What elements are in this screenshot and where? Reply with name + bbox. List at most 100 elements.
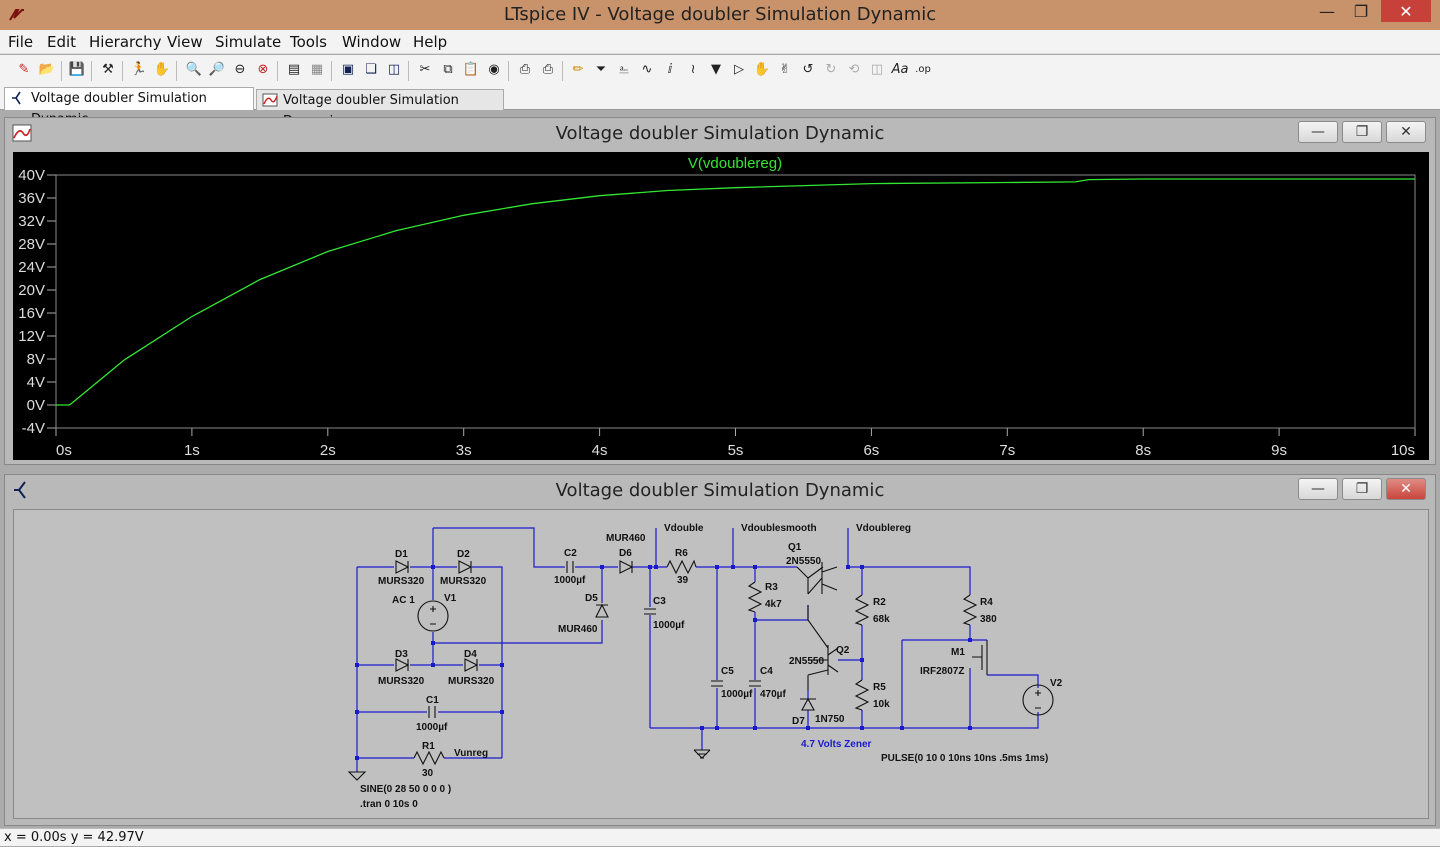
voltage-source-v2: [1022, 684, 1054, 716]
open-folder-icon[interactable]: 📂: [38, 62, 56, 77]
resistor-r5: [854, 679, 870, 711]
cursor-icon[interactable]: ▦: [310, 62, 324, 77]
label-d2: D2: [457, 549, 470, 560]
schematic-close-button[interactable]: ✕: [1386, 478, 1426, 500]
schematic-minimize-button[interactable]: —: [1298, 478, 1338, 500]
waveform-restore-button[interactable]: ❐: [1342, 121, 1382, 143]
label-r1-value: 30: [422, 768, 434, 779]
waveform-window-icon: [12, 124, 32, 142]
zoom-in-icon[interactable]: 🔍: [185, 62, 203, 77]
transistor-q2: [807, 605, 839, 675]
x-tick-label: 10s: [1391, 442, 1415, 459]
cascade-icon[interactable]: ❏: [365, 62, 377, 77]
close-button[interactable]: ✕: [1381, 0, 1431, 22]
transistor-q1-body: [821, 562, 838, 594]
diode-icon[interactable]: ▼: [711, 62, 721, 77]
menu-edit[interactable]: Edit: [47, 33, 77, 51]
mirror-icon[interactable]: ◫: [870, 62, 884, 77]
tab-waveform[interactable]: Voltage doubler Simulation Dynamic: [256, 89, 504, 129]
label-q1-model: 2N5550: [786, 556, 821, 567]
label-d5-model: MUR460: [558, 624, 598, 635]
menu-hierarchy[interactable]: Hierarchy: [89, 33, 162, 51]
tab-schematic[interactable]: Voltage doubler Simulation Dynamic: [4, 87, 254, 127]
menu-tools[interactable]: Tools: [290, 33, 327, 51]
y-tick-label: -4V: [22, 420, 45, 437]
menu-help[interactable]: Help: [413, 33, 448, 51]
halt-icon[interactable]: ✋: [153, 62, 171, 77]
label-d5: D5: [585, 593, 598, 604]
zener-d7: [800, 697, 816, 711]
move-icon[interactable]: ✋: [753, 62, 771, 77]
label-q1: Q1: [788, 542, 802, 553]
label-c5: C5: [721, 666, 734, 677]
junction-dots: [355, 565, 972, 760]
pan-icon[interactable]: 🔎: [208, 62, 226, 77]
trace-vdoublereg[interactable]: [56, 178, 1415, 406]
print-preview-icon[interactable]: ⎙: [519, 62, 531, 77]
resistor-r3: [747, 581, 763, 613]
text-icon[interactable]: Aa: [891, 62, 909, 77]
run-icon[interactable]: 🏃: [130, 62, 148, 77]
schematic-canvas[interactable]: D1 MURS320 D2 MURS320 AC 1 V1 D3 MURS320…: [13, 509, 1429, 819]
undo-icon[interactable]: ↺: [802, 62, 814, 77]
menu-file[interactable]: File: [8, 33, 34, 51]
y-tick-label: 16V: [18, 305, 45, 322]
toolbar: ✎ 📂 💾 ⚒ 🏃 ✋ 🔍 🔎 ⊖ ⊗ ▤ ▦ ▣ ❏ ◫ ✂ ⧉ 📋 ◉ ⎙ …: [0, 55, 1440, 87]
label-sine: SINE(0 28 50 0 0 0 ): [360, 784, 451, 795]
resistor-icon[interactable]: ∿: [641, 62, 653, 77]
label-r5-value: 10k: [873, 699, 890, 710]
waveform-tab-icon: [262, 93, 278, 107]
zoom-fit-icon[interactable]: ⊗: [257, 62, 269, 77]
waveform-close-button[interactable]: ✕: [1386, 121, 1426, 143]
tile-vertical-icon[interactable]: ◫: [387, 62, 401, 77]
component-icon[interactable]: ▷: [734, 62, 744, 77]
minimize-button[interactable]: —: [1319, 1, 1335, 21]
rotate-icon[interactable]: ⟲: [848, 62, 860, 77]
redo-icon[interactable]: ↻: [825, 62, 837, 77]
copy-icon[interactable]: ⧉: [443, 62, 453, 77]
resistor-r2: [854, 594, 870, 626]
zoom-out-icon[interactable]: ⊖: [234, 62, 246, 77]
label-net-icon[interactable]: ⎁: [618, 62, 630, 77]
y-tick-label: 20V: [18, 282, 45, 299]
autorange-icon[interactable]: ▤: [287, 62, 301, 77]
ground-icon[interactable]: ⏷: [595, 62, 607, 77]
waveform-minimize-button[interactable]: —: [1298, 121, 1338, 143]
label-ac: AC 1: [392, 595, 415, 606]
x-tick-label: 6s: [863, 442, 879, 459]
inductor-icon[interactable]: ≀: [690, 62, 696, 77]
find-icon[interactable]: ◉: [488, 62, 500, 77]
control-panel-icon[interactable]: ⚒: [102, 62, 114, 77]
schematic-window-icon: [14, 481, 26, 499]
diode-d2: [458, 560, 473, 574]
ltspice-logo-icon: [9, 9, 24, 21]
x-tick-label: 2s: [320, 442, 336, 459]
paste-icon[interactable]: 📋: [462, 62, 480, 77]
menu-simulate[interactable]: Simulate: [215, 33, 282, 51]
new-schematic-icon[interactable]: ✎: [18, 62, 30, 77]
diode-d4: [464, 658, 479, 672]
label-vdouble: Vdouble: [664, 523, 704, 534]
save-icon[interactable]: 💾: [68, 62, 86, 77]
tile-horizontal-icon[interactable]: ▣: [341, 62, 355, 77]
spice-directive-icon[interactable]: .op: [915, 64, 931, 75]
menu-view[interactable]: View: [167, 33, 203, 51]
label-r1: R1: [422, 741, 435, 752]
trace-label[interactable]: V(vdoublereg): [688, 155, 782, 172]
drag-icon[interactable]: ✌: [779, 62, 791, 77]
wire-icon[interactable]: ✏: [572, 62, 584, 77]
transistor-q1: [796, 566, 824, 595]
menu-window[interactable]: Window: [342, 33, 402, 51]
maximize-button[interactable]: ❐: [1353, 1, 1369, 21]
resistor-r4: [962, 594, 978, 626]
capacitor-icon[interactable]: ⅈ: [667, 62, 673, 77]
schematic-restore-button[interactable]: ❐: [1342, 478, 1382, 500]
cut-icon[interactable]: ✂: [419, 62, 431, 77]
print-icon[interactable]: ⎙: [542, 62, 554, 77]
capacitor-c4: [749, 680, 761, 687]
x-tick-label: 0s: [56, 442, 72, 459]
tab-bar: Voltage doubler Simulation Dynamic Volta…: [0, 86, 1440, 129]
label-c1-value: 1000µf: [416, 722, 448, 733]
